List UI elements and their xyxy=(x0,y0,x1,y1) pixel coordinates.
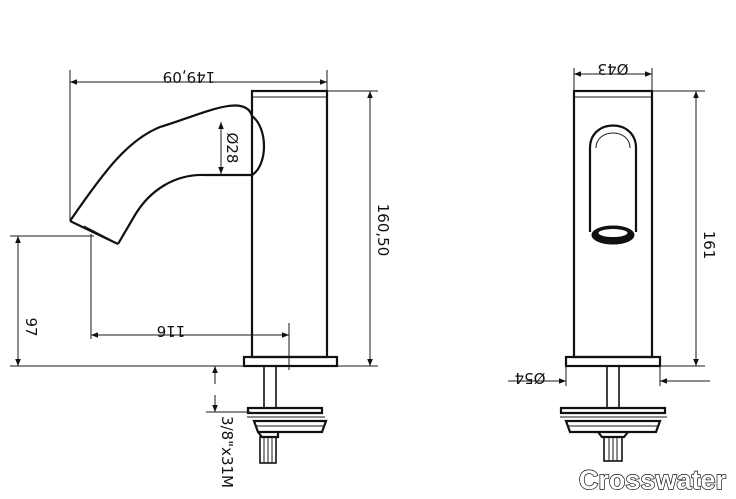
side-spout xyxy=(69,104,254,222)
dim-front-height: 161 xyxy=(700,231,718,260)
dim-outlet-height: 97 xyxy=(22,317,40,336)
dim-spout-diameter: Ø28 xyxy=(223,133,241,164)
front-spout-opening xyxy=(588,124,638,232)
dim-thread: 3/8"x31M xyxy=(218,416,236,488)
dim-reach: 116 xyxy=(157,322,186,340)
front-base-plate xyxy=(564,355,662,368)
front-lock-nut xyxy=(559,406,667,415)
front-body xyxy=(572,89,654,359)
dim-side-height: 160,50 xyxy=(374,204,392,257)
side-body xyxy=(250,89,329,359)
brand-logo: Crosswater xyxy=(579,465,727,495)
dim-top-diameter: Ø43 xyxy=(598,60,629,78)
side-lock-nut xyxy=(246,406,324,415)
front-view: Ø43 161 Ø54 xyxy=(508,60,718,462)
side-base-plate xyxy=(242,355,339,368)
dim-overall-length: 149,09 xyxy=(163,68,216,86)
dim-base-diameter: Ø54 xyxy=(515,369,546,387)
side-view: 149,09 Ø28 160,50 116 97 3/8"x31M xyxy=(10,68,392,488)
